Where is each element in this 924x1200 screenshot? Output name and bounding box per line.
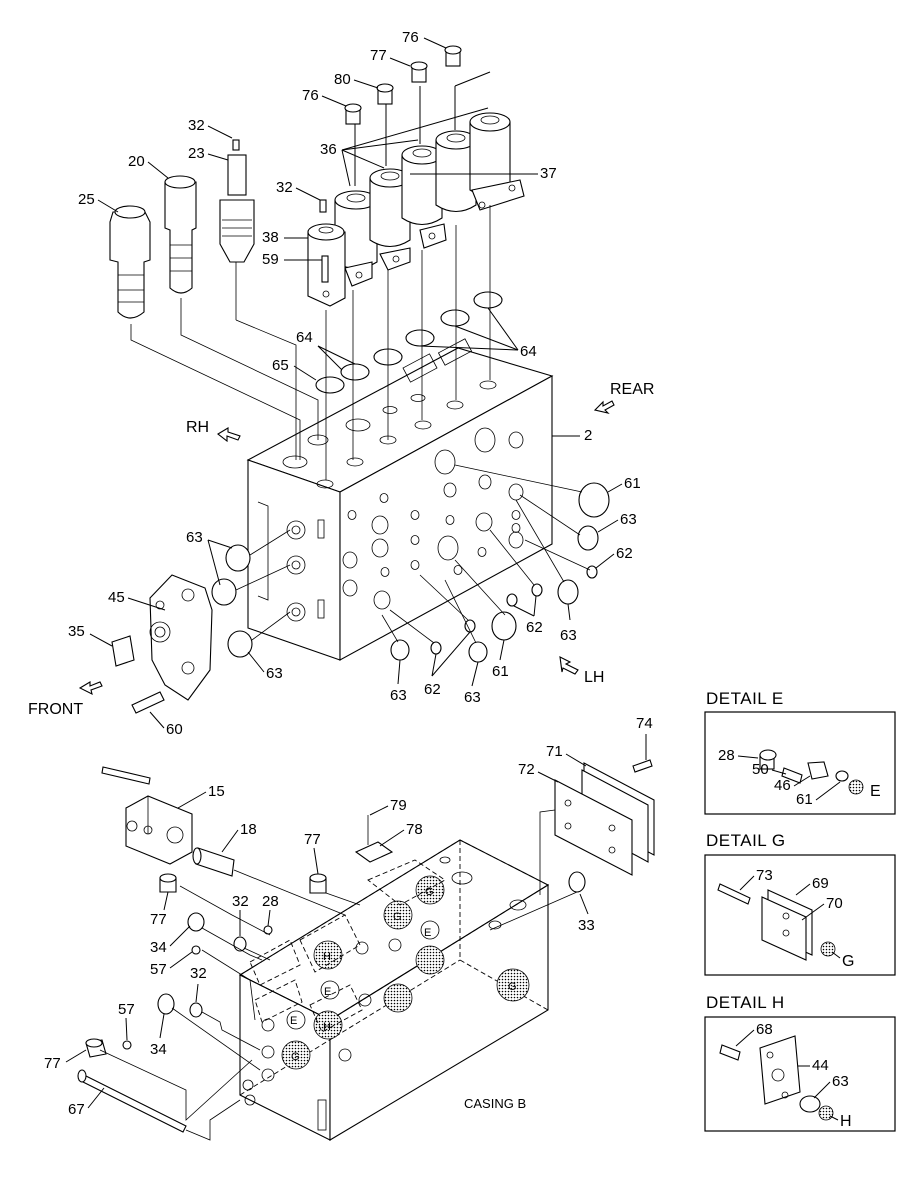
detail-h-mark: H [840, 1113, 852, 1130]
dir-front: FRONT [28, 701, 83, 718]
label-23: 23 [188, 145, 205, 162]
label-77-left: 77 [150, 911, 167, 928]
label-57-lower: 57 [118, 1001, 135, 1018]
label-74: 74 [636, 715, 653, 732]
label-2: 2 [584, 427, 592, 444]
label-63-left-lower: 63 [266, 665, 283, 682]
detail-e-box [704, 711, 896, 815]
label-32-bottom: 32 [190, 965, 207, 982]
label-20: 20 [128, 153, 145, 170]
casing-label: CASING B [464, 1096, 526, 1111]
label-72: 72 [518, 761, 535, 778]
detail-g-mark: G [842, 953, 854, 970]
port-mark-g4: G [291, 1051, 300, 1063]
lower-parts [77, 759, 655, 1141]
port-mark-g3: G [508, 981, 517, 993]
detail-h-box [704, 1016, 896, 1132]
label-76-top: 76 [402, 29, 419, 46]
label-37: 37 [540, 165, 557, 182]
detail-h-68: 68 [756, 1021, 773, 1038]
label-71: 71 [546, 743, 563, 760]
label-77-top: 77 [370, 47, 387, 64]
port-mark-e2: E [324, 986, 331, 998]
label-57-upper: 57 [150, 961, 167, 978]
detail-h-63: 63 [832, 1073, 849, 1090]
label-34-lower: 34 [150, 1041, 167, 1058]
port-mark-h2: H [323, 1021, 331, 1033]
detail-e-mark: E [870, 783, 881, 800]
port-mark-e3: E [290, 1015, 297, 1027]
valve-body-upper [246, 338, 554, 661]
label-61-bottom: 61 [492, 663, 509, 680]
label-65: 65 [272, 357, 289, 374]
label-32-mid: 32 [276, 179, 293, 196]
label-28: 28 [262, 893, 279, 910]
label-64-left: 64 [296, 329, 313, 346]
label-60: 60 [166, 721, 183, 738]
detail-e-61: 61 [796, 791, 813, 808]
flange-cover [111, 529, 291, 714]
label-80: 80 [334, 71, 351, 88]
label-63-right: 63 [620, 511, 637, 528]
detail-e-46: 46 [774, 777, 791, 794]
label-62-right: 62 [616, 545, 633, 562]
label-34-upper: 34 [150, 939, 167, 956]
detail-h-44: 44 [812, 1057, 829, 1074]
port-mark-e1: E [424, 927, 431, 939]
detail-g-69: 69 [812, 875, 829, 892]
valve-housing-lower [238, 839, 550, 1141]
label-62-bottom: 62 [424, 681, 441, 698]
label-59: 59 [262, 251, 279, 268]
leader-lines [65, 37, 841, 1121]
label-25: 25 [78, 191, 95, 208]
label-64-right: 64 [520, 343, 537, 360]
label-63-bottom: 63 [390, 687, 407, 704]
label-63-left-upper: 63 [186, 529, 203, 546]
dir-rh: RH [186, 419, 209, 436]
label-32-upper: 32 [188, 117, 205, 134]
detail-h-title: DETAIL H [706, 993, 785, 1012]
label-78: 78 [406, 821, 423, 838]
label-76-left: 76 [302, 87, 319, 104]
label-61-right: 61 [624, 475, 641, 492]
label-layer: 76 77 80 76 32 23 20 25 36 37 32 38 59 6… [28, 29, 881, 1130]
pilot-caps [109, 45, 525, 480]
detail-g-70: 70 [826, 895, 843, 912]
label-79: 79 [390, 797, 407, 814]
label-77-mid: 77 [304, 831, 321, 848]
label-77-bottom: 77 [44, 1055, 61, 1072]
detail-e-50: 50 [752, 761, 769, 778]
label-15: 15 [208, 783, 225, 800]
detail-g-box [704, 854, 896, 976]
direction-arrows [78, 400, 615, 696]
label-67: 67 [68, 1101, 85, 1118]
detail-g-title: DETAIL G [706, 831, 786, 850]
label-63-right-low: 63 [560, 627, 577, 644]
detail-g-73: 73 [756, 867, 773, 884]
label-63-bottom-right: 63 [464, 689, 481, 706]
detail-e-title: DETAIL E [706, 689, 784, 708]
dir-rear: REAR [610, 381, 654, 398]
label-32-lower: 32 [232, 893, 249, 910]
dir-lh: LH [584, 669, 604, 686]
label-18: 18 [240, 821, 257, 838]
detail-e-28: 28 [718, 747, 735, 764]
port-mark-g1: G [425, 886, 434, 898]
label-35: 35 [68, 623, 85, 640]
label-38: 38 [262, 229, 279, 246]
port-mark-g2: G [393, 911, 402, 923]
label-45: 45 [108, 589, 125, 606]
label-62-center: 62 [526, 619, 543, 636]
label-33: 33 [578, 917, 595, 934]
port-mark-h1: H [323, 951, 331, 963]
label-36: 36 [320, 141, 337, 158]
right-side-seals [381, 464, 610, 663]
